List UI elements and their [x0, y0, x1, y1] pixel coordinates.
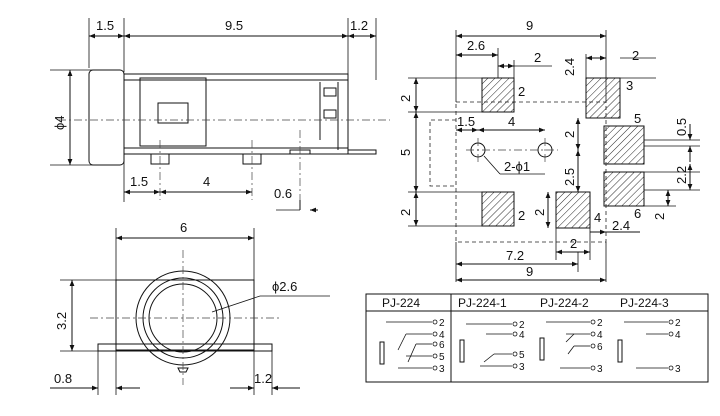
- pin-2-2: 6: [597, 342, 603, 353]
- pin-0-3: 5: [439, 352, 445, 363]
- side-dim-diameter: ϕ4: [52, 115, 67, 130]
- fp-dim-left-pad-top: 2: [398, 95, 413, 102]
- fp-dim-pad-gap: 2.5: [562, 168, 577, 186]
- schematic-pj-224-1: 2 4 5 3: [459, 320, 525, 373]
- pad-2-top: [481, 77, 515, 113]
- pin-2-0: 2: [597, 318, 603, 329]
- side-dim-left: 1.5: [96, 18, 114, 33]
- pin-2-1: 4: [597, 330, 603, 341]
- pin-0-1: 4: [439, 330, 445, 341]
- pin-1-2: 5: [519, 350, 525, 361]
- pin-0-2: 6: [439, 340, 445, 351]
- fp-dim-gap-mid: 2: [562, 131, 577, 138]
- fp-dim-total-span: 7.2: [506, 248, 524, 263]
- variant-header-3: PJ-224-3: [620, 296, 669, 310]
- variant-header-1: PJ-224-1: [458, 296, 507, 310]
- fp-dim-hole-pitch: 4: [508, 114, 515, 129]
- side-dim-pin-offset: 1.5: [130, 174, 148, 189]
- variant-header-2: PJ-224-2: [540, 296, 589, 310]
- side-dim-pin-pitch: 4: [203, 174, 210, 189]
- pcb-footprint: 2 3 5 2 4 6 2-ϕ1 9 2.6 2 2.4 2: [398, 18, 700, 283]
- front-dim-tab-left: 0.8: [54, 371, 72, 386]
- pad-label-3: 3: [626, 78, 633, 93]
- pin-1-0: 2: [519, 320, 525, 331]
- side-dim-length: 9.5: [225, 18, 243, 33]
- pad-label-5: 5: [634, 111, 641, 126]
- front-view: 6 ϕ2.6 3.2 0.8 1.2: [50, 220, 330, 395]
- pad-3: [585, 77, 621, 119]
- pin-3-0: 2: [675, 318, 681, 329]
- pin-3-1: 4: [675, 330, 681, 341]
- pad-label-2-top: 2: [518, 84, 525, 99]
- fp-dim-total-top: 9: [526, 18, 533, 33]
- side-view: 1.5 9.5 1.2 ϕ4 1.5 4: [50, 18, 390, 213]
- side-dim-tail: 0.6: [274, 186, 292, 201]
- fp-dim-pad-w-top: 2: [534, 50, 541, 65]
- fp-dim-hole-y: 5: [398, 149, 413, 156]
- fp-dim-pad-w-bottom: 2: [570, 236, 577, 251]
- schematic-pj-224-2: 2 4 6 3: [539, 318, 603, 375]
- fp-dim-pad6-x: 2.4: [612, 218, 630, 233]
- hole-label: 2-ϕ1: [504, 159, 530, 174]
- fp-dim-hole-x: 1.5: [457, 114, 475, 129]
- pad-label-2-bottom: 2: [518, 208, 525, 223]
- fp-dim-right-2: 2: [632, 48, 639, 63]
- fp-dim-pad-x: 2.6: [467, 38, 485, 53]
- variant-header-0: PJ-224: [382, 296, 420, 310]
- front-dim-bore: ϕ2.6: [272, 279, 297, 294]
- front-dim-width: 6: [180, 220, 187, 235]
- pin-3-2: 3: [675, 364, 681, 375]
- pin-0-0: 2: [439, 318, 445, 329]
- variant-table: PJ-224 PJ-224-1 PJ-224-2 PJ-224-3 2 4 6 …: [365, 293, 709, 383]
- pad-6: [603, 171, 645, 207]
- pin-0-4: 3: [439, 364, 445, 375]
- pin-2-3: 3: [597, 364, 603, 375]
- fp-dim-pad6-h: 2: [652, 213, 667, 220]
- front-dim-height: 3.2: [54, 312, 69, 330]
- pad-label-6: 6: [634, 206, 641, 221]
- schematic-pj-224: 2 4 6 5 3: [379, 318, 445, 375]
- fp-dim-total-bottom: 9: [526, 264, 533, 279]
- pad-label-4: 4: [594, 210, 601, 225]
- schematic-pj-224-3: 2 4 3: [617, 318, 681, 375]
- pad-4: [555, 191, 591, 229]
- fp-dim-left-pad-bottom: 2: [398, 209, 413, 216]
- pin-1-1: 4: [519, 330, 525, 341]
- pad-2-bottom: [481, 191, 515, 227]
- front-dim-tab-right: 1.2: [254, 371, 272, 386]
- fp-dim-pad5-h: 2.2: [674, 166, 689, 184]
- fp-dim-pad5-offset: 0.5: [674, 118, 689, 136]
- fp-dim-pad4-h: 2: [532, 209, 547, 216]
- fp-dim-pad-h-top: 2.4: [562, 58, 577, 76]
- pin-1-3: 3: [519, 362, 525, 373]
- pad-5: [603, 125, 645, 165]
- side-dim-right: 1.2: [350, 18, 368, 33]
